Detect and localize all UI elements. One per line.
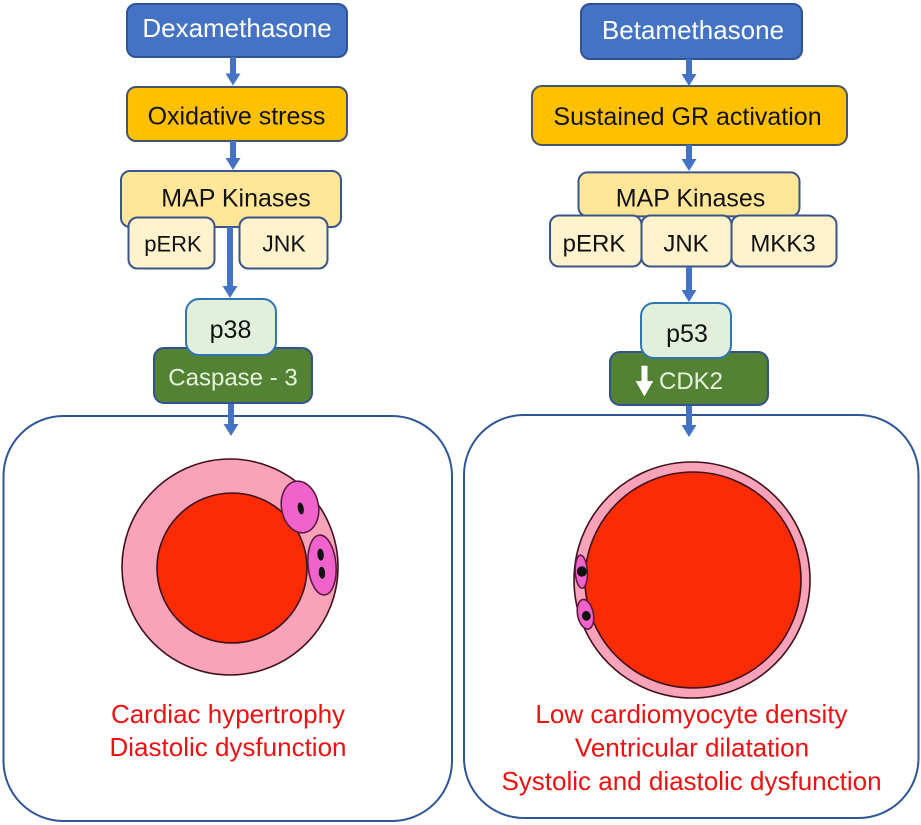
svg-text:p53: p53 xyxy=(666,320,708,348)
svg-text:MAP Kinases: MAP Kinases xyxy=(616,185,766,213)
svg-text:JNK: JNK xyxy=(663,231,708,258)
svg-text:Sustained GR activation: Sustained GR activation xyxy=(553,103,821,131)
svg-text:Dexamethasone: Dexamethasone xyxy=(142,13,331,43)
svg-text:p38: p38 xyxy=(210,316,252,344)
svg-text:MAP Kinases: MAP Kinases xyxy=(161,185,311,213)
svg-text:Diastolic dysfunction: Diastolic dysfunction xyxy=(110,732,347,762)
svg-text:Cardiac hypertrophy: Cardiac hypertrophy xyxy=(111,699,345,729)
svg-text:CDK2: CDK2 xyxy=(659,368,723,395)
svg-text:Oxidative stress: Oxidative stress xyxy=(148,103,326,131)
svg-text:Betamethasone: Betamethasone xyxy=(602,15,784,45)
svg-text:pERK: pERK xyxy=(144,232,202,257)
svg-text:Ventricular dilatation: Ventricular dilatation xyxy=(575,733,809,763)
svg-text:pERK: pERK xyxy=(563,231,626,258)
svg-text:Caspase - 3: Caspase - 3 xyxy=(168,365,297,392)
svg-text:MKK3: MKK3 xyxy=(750,231,815,258)
svg-text:Low cardiomyocyte density: Low cardiomyocyte density xyxy=(535,699,847,729)
svg-text:JNK: JNK xyxy=(262,231,306,257)
svg-text:Systolic and diastolic dysfunc: Systolic and diastolic dysfunction xyxy=(501,766,881,796)
